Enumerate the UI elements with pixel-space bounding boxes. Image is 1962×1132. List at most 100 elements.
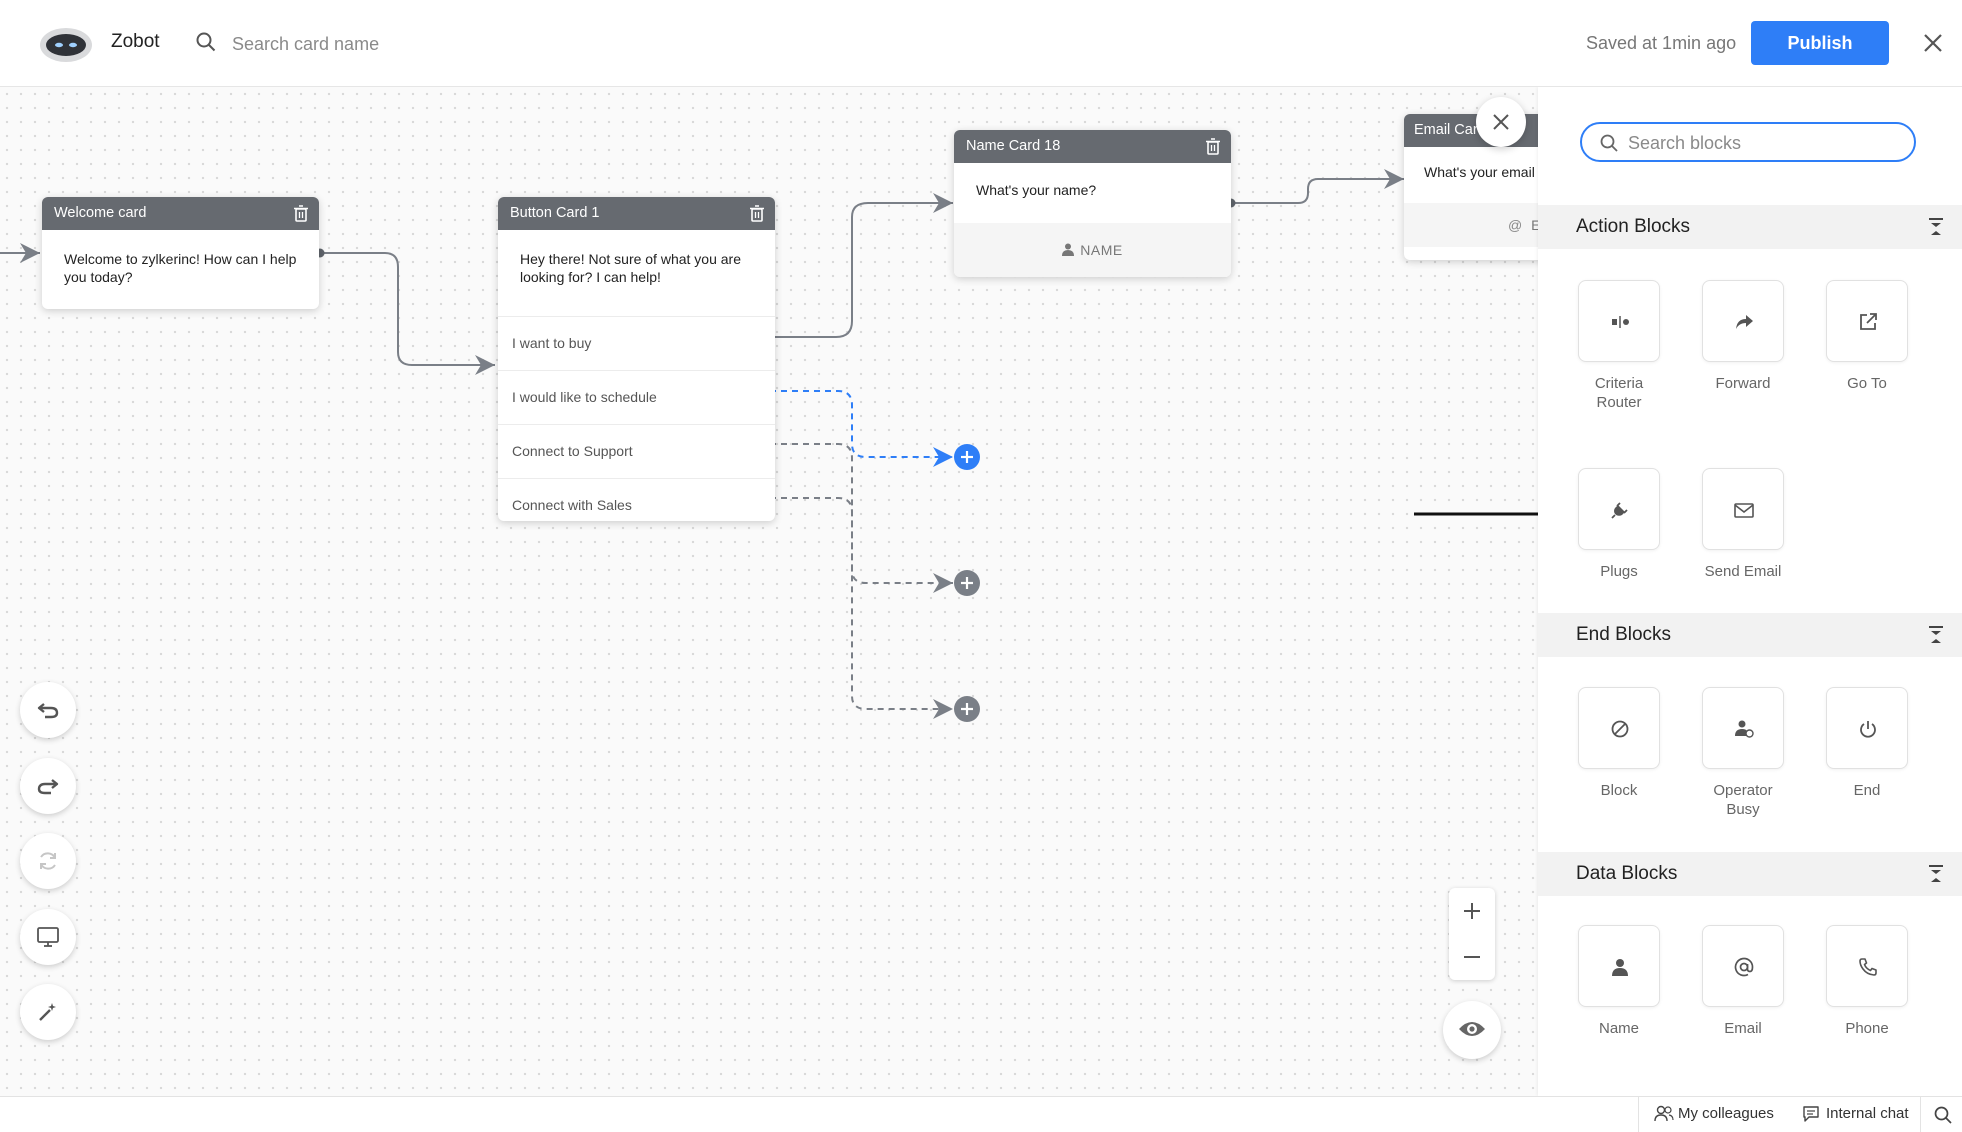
collapse-icon[interactable]: [1928, 865, 1944, 883]
preview-screen-button[interactable]: [20, 909, 76, 965]
publish-button[interactable]: Publish: [1751, 21, 1889, 65]
block-label: Go To: [1847, 375, 1887, 392]
person-icon: [1062, 243, 1075, 256]
section-title: Action Blocks: [1576, 216, 1691, 237]
block-block[interactable]: Block: [1569, 687, 1669, 800]
name-card[interactable]: Name Card 18 What's your name? NAME: [954, 130, 1231, 277]
card-title: Welcome card: [54, 205, 147, 221]
block-label: End: [1853, 782, 1881, 799]
preview-button[interactable]: [1443, 1001, 1501, 1059]
plus-icon: [1464, 903, 1480, 919]
card-button-option[interactable]: I want to buy: [498, 316, 775, 370]
block-go-to[interactable]: Go To: [1817, 280, 1917, 393]
block-label: Email: [1724, 1020, 1762, 1037]
card-button-option[interactable]: I would like to schedule: [498, 370, 775, 424]
internal-chat-link[interactable]: Internal chat: [1803, 1105, 1909, 1122]
refresh-button[interactable]: [20, 833, 76, 889]
card-message: Welcome to zylkerinc! How can I help you…: [64, 251, 297, 285]
card-message: What's your email: [1424, 164, 1535, 180]
app-title: Zobot: [111, 31, 160, 52]
trash-icon[interactable]: [293, 205, 309, 222]
block-phone[interactable]: Phone: [1817, 925, 1917, 1038]
trash-icon[interactable]: [749, 205, 765, 222]
connector-lines: [0, 169, 1404, 722]
email-card[interactable]: Email Car What's your email @ E: [1404, 114, 1538, 260]
block-label: Plugs: [1600, 563, 1638, 580]
undo-icon: [37, 703, 59, 719]
card-message: Hey there! Not sure of what you are look…: [520, 251, 741, 285]
zoom-controls: [1449, 888, 1495, 980]
block-label: Block: [1600, 782, 1638, 799]
zoom-in-button[interactable]: [1449, 888, 1495, 934]
block-search-input[interactable]: [1626, 128, 1900, 158]
block-icon-frame: [1578, 925, 1660, 1007]
button-card[interactable]: Button Card 1 Hey there! Not sure of wha…: [498, 197, 775, 521]
section-title: Data Blocks: [1576, 863, 1678, 884]
block-search[interactable]: [1580, 122, 1916, 162]
add-node-button[interactable]: [954, 696, 980, 722]
redo-icon: [37, 779, 59, 795]
my-colleagues-label: My colleagues: [1678, 1105, 1774, 1122]
internal-chat-label: Internal chat: [1826, 1105, 1909, 1122]
section-title: End Blocks: [1576, 624, 1672, 645]
monitor-icon: [37, 927, 59, 947]
block-icon: [1611, 720, 1629, 738]
redo-button[interactable]: [20, 758, 76, 814]
block-icon-frame: [1702, 687, 1784, 769]
block-send-email[interactable]: Send Email: [1693, 468, 1793, 581]
card-header: Name Card 18: [954, 130, 1231, 163]
search-icon: [196, 32, 216, 52]
block-operator-busy[interactable]: Operator Busy: [1693, 687, 1793, 819]
card-search-input[interactable]: [230, 28, 454, 60]
block-icon-frame: [1702, 468, 1784, 550]
search-icon[interactable]: [1934, 1106, 1952, 1124]
trash-icon[interactable]: [1205, 138, 1221, 155]
flow-canvas[interactable]: Welcome card Welcome to zylkerinc! How c…: [0, 87, 1538, 1096]
close-icon: [1493, 114, 1509, 130]
field-label: E: [1531, 217, 1538, 233]
name-field: NAME: [954, 223, 1231, 277]
zobot-logo-icon: [40, 28, 92, 62]
my-colleagues-link[interactable]: My colleagues: [1654, 1105, 1774, 1122]
close-icon[interactable]: [1920, 30, 1946, 56]
card-button-option[interactable]: Connect with Sales: [498, 478, 775, 521]
block-label: Name: [1598, 1020, 1639, 1037]
close-card-button[interactable]: [1476, 97, 1526, 147]
add-node-button[interactable]: [954, 570, 980, 596]
block-icon-frame: [1702, 280, 1784, 362]
section-action-blocks[interactable]: Action Blocks: [1538, 205, 1962, 249]
undo-button[interactable]: [20, 682, 76, 738]
zoom-out-button[interactable]: [1449, 934, 1495, 980]
block-forward[interactable]: Forward: [1693, 280, 1793, 393]
card-message: What's your name?: [976, 182, 1097, 198]
card-search[interactable]: [196, 28, 456, 60]
card-button-option[interactable]: Connect to Support: [498, 424, 775, 478]
people-icon: [1654, 1105, 1674, 1122]
block-name[interactable]: Name: [1569, 925, 1669, 1038]
section-data-blocks[interactable]: Data Blocks: [1538, 852, 1962, 896]
refresh-icon: [40, 852, 56, 870]
block-plugs[interactable]: Plugs: [1569, 468, 1669, 581]
collapse-icon[interactable]: [1928, 218, 1944, 236]
block-icon-frame: [1826, 925, 1908, 1007]
block-icon-frame: [1826, 280, 1908, 362]
welcome-card[interactable]: Welcome card Welcome to zylkerinc! How c…: [42, 197, 319, 309]
collapse-icon[interactable]: [1928, 626, 1944, 644]
blocks-panel: Action Blocks Criteria Router Forward: [1538, 87, 1962, 1096]
email-field: @ E: [1404, 203, 1538, 247]
chat-icon: [1803, 1106, 1819, 1122]
search-icon: [1600, 134, 1618, 152]
block-criteria-router[interactable]: Criteria Router: [1569, 280, 1669, 412]
criteria-router-icon: [1612, 316, 1629, 328]
add-node-button[interactable]: [954, 444, 980, 470]
section-end-blocks[interactable]: End Blocks: [1538, 613, 1962, 657]
magic-wand-button[interactable]: [20, 984, 76, 1040]
block-icon-frame: [1578, 280, 1660, 362]
magic-wand-icon: [39, 1003, 56, 1021]
block-label: Forward: [1715, 375, 1771, 392]
plug-icon: [1611, 502, 1628, 519]
block-email[interactable]: Email: [1693, 925, 1793, 1038]
block-end[interactable]: End: [1817, 687, 1917, 800]
saved-status: Saved at 1min ago: [1586, 33, 1737, 53]
eye-icon: [1459, 1022, 1485, 1036]
